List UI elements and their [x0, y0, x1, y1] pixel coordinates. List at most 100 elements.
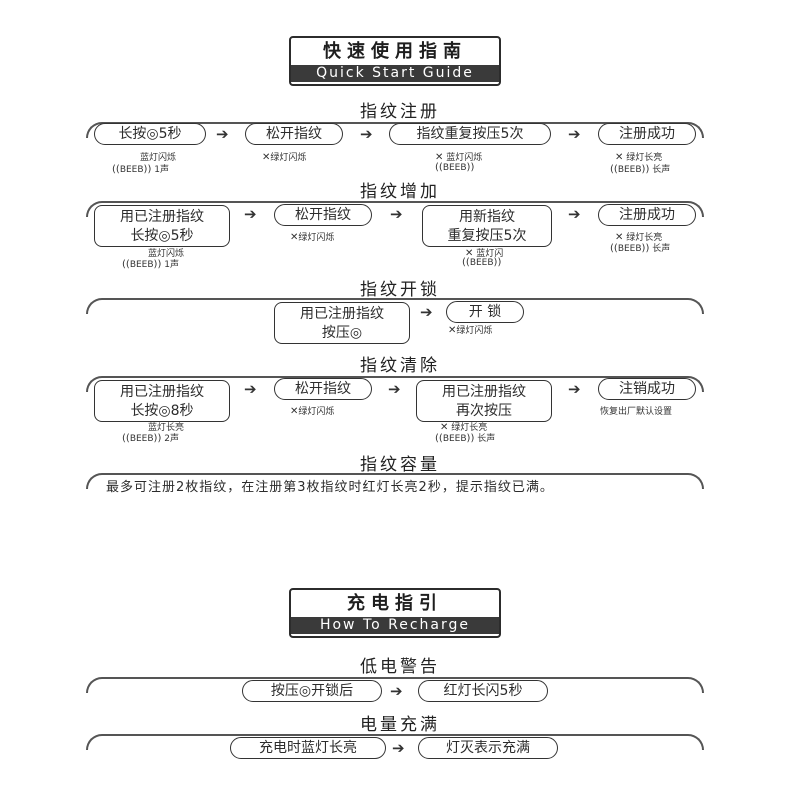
add-step3-note-light: ✕ 蓝灯闪 [465, 248, 504, 259]
unlock-step1: 用已注册指纹 按压◎ [274, 302, 410, 344]
add-step1-line2: 长按◎5秒 [130, 228, 194, 244]
sound-icon: (( [112, 164, 120, 175]
light-icon: ✕ [440, 422, 449, 433]
light-icon: ✕ [615, 232, 624, 243]
register-step4: 注册成功 [598, 123, 696, 145]
full-step2: 灯灭表示充满 [418, 737, 558, 759]
light-icon: ✕ [615, 152, 624, 163]
arrow-icon: ➔ [420, 303, 433, 321]
clear-step3: 用已注册指纹 再次按压 [416, 380, 552, 422]
sound-icon: (( [435, 433, 443, 444]
sound-icon: (( [435, 162, 443, 173]
clear-step3-line1: 用已注册指纹 [442, 384, 526, 400]
sound-icon: (( [610, 243, 618, 254]
unlock-step1-line2: 按压◎ [321, 325, 363, 341]
arrow-icon: ➔ [388, 380, 401, 398]
quick-start-title-zh: 快速使用指南 [323, 41, 467, 62]
sound-icon: )) [466, 162, 475, 173]
unlock-step2-note-light: ✕绿灯闪烁 [448, 325, 493, 336]
recharge-title-zh: 充电指引 [347, 593, 443, 614]
register-step2-note-light: ✕绿灯闪烁 [262, 152, 307, 163]
unlock-step1-line1: 用已注册指纹 [300, 306, 384, 322]
register-step3-note-light: ✕ 蓝灯闪烁 [435, 152, 483, 163]
add-step2-note-light: ✕绿灯闪烁 [290, 232, 335, 243]
register-step2: 松开指纹 [245, 123, 343, 145]
sound-icon: )) [493, 257, 502, 268]
light-icon: ✕ [448, 325, 457, 336]
sound-icon: (( [610, 164, 618, 175]
clear-step1: 用已注册指纹 长按◎8秒 [94, 380, 230, 422]
full-step1: 充电时蓝灯长亮 [230, 737, 386, 759]
arrow-icon: ➔ [392, 739, 405, 757]
recharge-badge: 充电指引 How To Recharge [289, 588, 501, 638]
recharge-title-en: How To Recharge [291, 617, 499, 634]
add-step3-note-sound: ((BEEB)) [462, 257, 502, 268]
sound-icon: )) [641, 164, 650, 175]
add-step3: 用新指纹 重复按压5次 [422, 205, 552, 247]
quick-start-badge: 快速使用指南 Quick Start Guide [289, 36, 501, 86]
arrow-icon: ➔ [568, 205, 581, 223]
quick-start-title-en: Quick Start Guide [291, 65, 499, 82]
add-step2: 松开指纹 [274, 204, 372, 226]
low-battery-step2: 红灯长闪5秒 [418, 680, 548, 702]
sound-icon: (( [462, 257, 470, 268]
register-step1-note-light: 蓝灯闪烁 [140, 153, 177, 163]
register-step1-note-sound: ((BEEB)) 1声 [112, 164, 169, 175]
add-step3-line2: 重复按压5次 [447, 228, 527, 244]
sound-icon: )) [143, 164, 152, 175]
add-step4-note-light: ✕ 绿灯长亮 [615, 232, 663, 243]
sound-icon: )) [153, 433, 162, 444]
section-title-clear: 指纹清除 [360, 356, 440, 376]
clear-step1-line2: 长按◎8秒 [130, 403, 194, 419]
arrow-icon: ➔ [244, 205, 257, 223]
sound-icon: )) [153, 259, 162, 270]
clear-step1-note-light: 蓝灯长亮 [148, 423, 185, 433]
unlock-step2: 开 锁 [446, 301, 524, 323]
sound-icon: (( [122, 433, 130, 444]
light-icon: ✕ [262, 152, 271, 163]
clear-step4-note: 恢复出厂默认设置 [600, 407, 673, 417]
section-title-capacity: 指纹容量 [360, 455, 440, 475]
light-icon: ✕ [435, 152, 444, 163]
arrow-icon: ➔ [360, 125, 373, 143]
register-step4-note-sound: ((BEEB)) 长声 [610, 164, 671, 175]
register-step3: 指纹重复按压5次 [389, 123, 551, 145]
arrow-icon: ➔ [216, 125, 229, 143]
add-step3-line1: 用新指纹 [459, 209, 515, 225]
low-battery-step1: 按压◎开锁后 [242, 680, 382, 702]
register-step1: 长按◎5秒 [94, 123, 206, 145]
section-title-unlock: 指纹开锁 [360, 280, 440, 300]
clear-step3-line2: 再次按压 [456, 403, 512, 419]
sound-icon: )) [641, 243, 650, 254]
section-title-full: 电量充满 [360, 715, 440, 735]
clear-step1-line1: 用已注册指纹 [120, 384, 204, 400]
sound-icon: (( [122, 259, 130, 270]
section-title-register: 指纹注册 [360, 102, 440, 122]
add-step1-line1: 用已注册指纹 [120, 209, 204, 225]
light-icon: ✕ [465, 248, 474, 259]
add-step1-note-light: 蓝灯闪烁 [148, 249, 185, 259]
clear-step3-note-light: ✕ 绿灯长亮 [440, 422, 488, 433]
add-step4: 注册成功 [598, 204, 696, 226]
light-icon: ✕ [290, 232, 299, 243]
add-step1-note-sound: ((BEEB)) 1声 [122, 259, 179, 270]
sound-icon: )) [466, 433, 475, 444]
add-step1: 用已注册指纹 长按◎5秒 [94, 205, 230, 247]
arrow-icon: ➔ [390, 205, 403, 223]
arrow-icon: ➔ [390, 682, 403, 700]
register-step3-note-sound: ((BEEB)) [435, 162, 475, 173]
clear-step4: 注销成功 [598, 378, 696, 400]
section-title-low-battery: 低电警告 [360, 657, 440, 677]
light-icon: ✕ [290, 406, 299, 417]
clear-step3-note-sound: ((BEEB)) 长声 [435, 433, 496, 444]
section-title-add: 指纹增加 [360, 182, 440, 202]
capacity-text: 最多可注册2枚指纹，在注册第3枚指纹时红灯长亮2秒，提示指纹已满。 [104, 476, 556, 495]
clear-step2-note-light: ✕绿灯闪烁 [290, 406, 335, 417]
arrow-icon: ➔ [568, 125, 581, 143]
clear-step1-note-sound: ((BEEB)) 2声 [122, 433, 179, 444]
arrow-icon: ➔ [568, 380, 581, 398]
add-step4-note-sound: ((BEEB)) 长声 [610, 243, 671, 254]
arrow-icon: ➔ [244, 380, 257, 398]
clear-step2: 松开指纹 [274, 378, 372, 400]
register-step4-note-light: ✕ 绿灯长亮 [615, 152, 663, 163]
